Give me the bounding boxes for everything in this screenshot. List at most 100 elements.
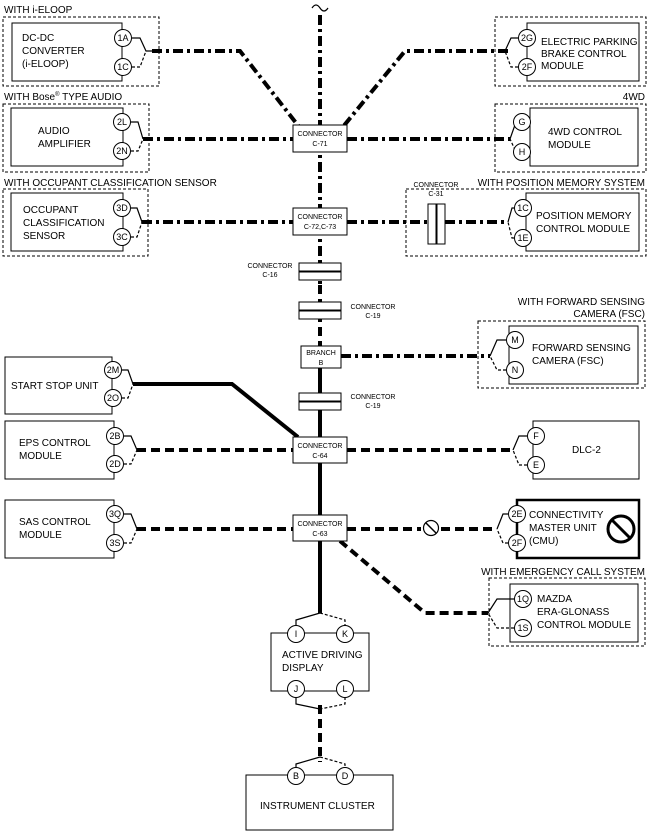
- svg-text:3S: 3S: [109, 538, 120, 548]
- pins-4wd: G H: [509, 113, 531, 161]
- label-with-i-eloop: WITH i-ELOOP: [4, 5, 73, 16]
- svg-text:ERA-GLONASS: ERA-GLONASS: [537, 607, 610, 618]
- svg-text:3C: 3C: [116, 232, 128, 242]
- module-forward-sensing-camera: FORWARD SENSING CAMERA (FSC): [508, 325, 639, 385]
- svg-text:(CMU): (CMU): [529, 536, 558, 547]
- svg-text:SAS CONTROL: SAS CONTROL: [19, 517, 91, 528]
- pins-epb: 2G 2F: [498, 29, 536, 76]
- svg-text:CONNECTOR: CONNECTOR: [298, 443, 343, 450]
- wire-trunk-to-ic-d: [319, 756, 346, 768]
- svg-text:M: M: [511, 335, 519, 345]
- svg-text:C-19: C-19: [365, 313, 380, 320]
- svg-text:E: E: [533, 460, 539, 470]
- svg-text:CONNECTOR: CONNECTOR: [248, 263, 293, 270]
- module-active-driving-display: ACTIVE DRIVING DISPLAY: [270, 632, 370, 692]
- svg-text:AUDIO: AUDIO: [38, 126, 70, 137]
- svg-text:BRANCH: BRANCH: [306, 350, 336, 357]
- pins-dlc: F E: [512, 427, 545, 474]
- connector-c63: CONNECTOR C-63: [292, 514, 348, 542]
- label-with-fsc-line1: WITH FORWARD SENSING: [518, 297, 645, 308]
- svg-text:C-64: C-64: [312, 453, 327, 460]
- svg-text:CONTROL MODULE: CONTROL MODULE: [537, 620, 631, 631]
- svg-text:CONNECTOR: CONNECTOR: [298, 214, 343, 221]
- svg-text:CONVERTER: CONVERTER: [22, 46, 85, 57]
- module-4wd-control: 4WD CONTROL MODULE: [529, 107, 639, 167]
- label-with-fsc-line2: CAMERA (FSC): [573, 309, 645, 320]
- connector-c19-lower: CONNECTOR C-19: [298, 392, 396, 411]
- svg-text:B: B: [293, 771, 299, 781]
- connector-c71: CONNECTOR C-71: [292, 124, 348, 153]
- svg-text:SENSOR: SENSOR: [23, 231, 65, 242]
- svg-text:C-72,C-73: C-72,C-73: [304, 224, 336, 231]
- module-sas-control: SAS CONTROL MODULE: [4, 499, 115, 559]
- svg-text:DLC-2: DLC-2: [572, 445, 601, 456]
- svg-text:EPS CONTROL: EPS CONTROL: [19, 438, 91, 449]
- svg-text:2L: 2L: [117, 117, 127, 127]
- module-dcdc-converter: DC-DC CONVERTER (i-ELOOP): [11, 22, 123, 82]
- svg-text:2F: 2F: [522, 62, 533, 72]
- pins-fsc: M N: [489, 331, 524, 379]
- svg-text:C-71: C-71: [312, 141, 327, 148]
- module-start-stop-unit: START STOP UNIT: [4, 356, 113, 415]
- svg-text:CONNECTOR: CONNECTOR: [414, 182, 459, 189]
- svg-text:2O: 2O: [107, 393, 119, 403]
- svg-text:C-19: C-19: [365, 403, 380, 410]
- svg-text:J: J: [294, 684, 299, 694]
- svg-text:MODULE: MODULE: [541, 61, 584, 72]
- frame-fsc: [477, 320, 646, 389]
- connector-c16: CONNECTOR C-16: [248, 262, 342, 281]
- wire-c63-to-era: [338, 539, 488, 615]
- svg-text:H: H: [519, 147, 526, 157]
- pins-position-memory: 1C 1E: [507, 199, 532, 247]
- svg-text:MODULE: MODULE: [19, 451, 62, 462]
- svg-text:POSITION MEMORY: POSITION MEMORY: [536, 211, 632, 222]
- svg-text:ACTIVE DRIVING: ACTIVE DRIVING: [282, 650, 363, 661]
- svg-text:I: I: [295, 629, 298, 639]
- pins-start-stop: 2M 2O: [104, 361, 134, 407]
- svg-text:3Q: 3Q: [109, 509, 121, 519]
- connector-c72-c73: CONNECTOR C-72,C-73: [292, 207, 348, 236]
- svg-text:2N: 2N: [116, 146, 128, 156]
- svg-text:MAZDA: MAZDA: [537, 594, 572, 605]
- pins-sas: 3Q 3S: [106, 505, 138, 552]
- wire-trunk-to-add-i: [295, 612, 321, 627]
- svg-text:2G: 2G: [521, 33, 533, 43]
- svg-text:4WD CONTROL: 4WD CONTROL: [548, 127, 622, 138]
- svg-text:2F: 2F: [512, 538, 523, 548]
- module-position-memory-control: POSITION MEMORY CONTROL MODULE: [525, 192, 640, 252]
- svg-text:D: D: [342, 771, 349, 781]
- connector-c31: CONNECTOR C-31: [414, 182, 459, 245]
- svg-text:CONNECTOR: CONNECTOR: [298, 521, 343, 528]
- svg-text:B: B: [319, 360, 324, 367]
- pins-cmu: 2E 2F: [496, 505, 526, 552]
- pins-era-glonass: 1Q 1S: [487, 590, 532, 637]
- connector-c64: CONNECTOR C-64: [292, 436, 348, 464]
- svg-text:F: F: [533, 431, 539, 441]
- svg-text:1S: 1S: [517, 623, 528, 633]
- svg-text:FORWARD SENSING: FORWARD SENSING: [532, 343, 631, 354]
- wire-add-l-to-trunk: [319, 697, 346, 710]
- pins-instrument-cluster: B D: [287, 767, 354, 785]
- module-connectivity-master-unit: CONNECTIVITY MASTER UNIT (CMU): [515, 498, 641, 560]
- frame-epb: [494, 16, 647, 87]
- frame-4wd: [494, 103, 647, 173]
- svg-text:2D: 2D: [109, 459, 121, 469]
- svg-text:2E: 2E: [511, 509, 522, 519]
- module-occupant-classification-sensor: OCCUPANT CLASSIFICATION SENSOR: [10, 192, 124, 252]
- svg-text:L: L: [342, 684, 347, 694]
- svg-text:AMPLIFIER: AMPLIFIER: [38, 139, 91, 150]
- svg-text:G: G: [518, 117, 525, 127]
- branch-b: BRANCH B: [300, 345, 342, 369]
- module-instrument-cluster: INSTRUMENT CLUSTER: [245, 774, 394, 831]
- pins-active-driving-display: I K J L: [287, 625, 354, 698]
- svg-text:1C: 1C: [517, 203, 529, 213]
- svg-text:MODULE: MODULE: [548, 140, 591, 151]
- svg-text:CONTROL MODULE: CONTROL MODULE: [536, 224, 630, 235]
- module-dlc-2: DLC-2: [532, 420, 640, 480]
- svg-text:1Q: 1Q: [517, 594, 529, 604]
- pins-eps: 2B 2D: [106, 427, 138, 473]
- prohibition-icon-cmu: [606, 514, 636, 544]
- svg-text:CONNECTOR: CONNECTOR: [351, 304, 396, 311]
- svg-text:CONNECTOR: CONNECTOR: [351, 394, 396, 401]
